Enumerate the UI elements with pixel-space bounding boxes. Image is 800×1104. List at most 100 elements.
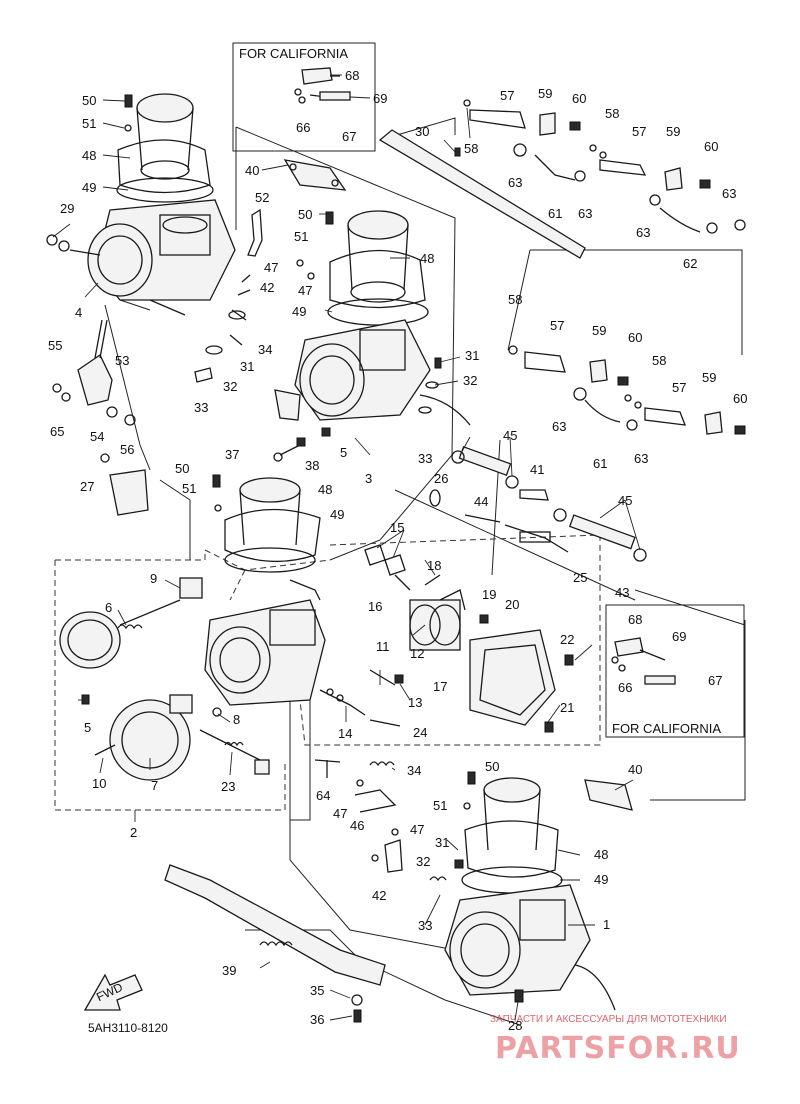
callout: 66 xyxy=(296,120,310,135)
callout: 33 xyxy=(418,451,432,466)
callout: 34 xyxy=(258,342,272,357)
california-box-top: FOR CALIFORNIA xyxy=(232,42,376,152)
fwd-arrow: FWD xyxy=(83,973,143,1011)
callout: 60 xyxy=(733,391,747,406)
callout: 27 xyxy=(80,479,94,494)
callout: 31 xyxy=(435,835,449,850)
callout: 63 xyxy=(508,175,522,190)
callout: 57 xyxy=(500,88,514,103)
callout: 9 xyxy=(150,571,157,586)
callout: 59 xyxy=(592,323,606,338)
callout: 10 xyxy=(92,776,106,791)
callout: 57 xyxy=(550,318,564,333)
callout: 11 xyxy=(376,639,390,654)
callout: 50 xyxy=(298,207,312,222)
callout: 36 xyxy=(310,1012,324,1027)
callout: 51 xyxy=(82,116,96,131)
callout: 60 xyxy=(704,139,718,154)
callout: 53 xyxy=(115,353,129,368)
callout: 33 xyxy=(418,918,432,933)
callout: 60 xyxy=(572,91,586,106)
callout: 52 xyxy=(255,190,269,205)
callout: 40 xyxy=(628,762,642,777)
callout: 51 xyxy=(294,229,308,244)
callout: 48 xyxy=(420,251,434,266)
callout: 25 xyxy=(573,570,587,585)
callout: 50 xyxy=(175,461,189,476)
callout: 61 xyxy=(593,456,607,471)
callout: 50 xyxy=(485,759,499,774)
callout: 69 xyxy=(672,629,686,644)
callout: 26 xyxy=(434,471,448,486)
callout: 45 xyxy=(618,493,632,508)
callout: 68 xyxy=(628,612,642,627)
callout: 67 xyxy=(708,673,722,688)
carb-3-small-parts xyxy=(194,259,442,437)
callout: 54 xyxy=(90,429,104,444)
callout: 5 xyxy=(340,445,347,460)
callout: 66 xyxy=(618,680,632,695)
callout: 47 xyxy=(410,822,424,837)
callout: 63 xyxy=(636,225,650,240)
callout: 65 xyxy=(50,424,64,439)
callout: 29 xyxy=(60,201,74,216)
callout: 21 xyxy=(560,700,574,715)
callout: 58 xyxy=(605,106,619,121)
callout: 64 xyxy=(316,788,330,803)
callout: 19 xyxy=(482,587,496,602)
callout: 24 xyxy=(413,725,427,740)
callout: 49 xyxy=(594,872,608,887)
callout: 15 xyxy=(390,520,404,535)
callout: 31 xyxy=(465,348,479,363)
callout: 59 xyxy=(666,124,680,139)
callout: 30 xyxy=(415,124,429,139)
callout: 58 xyxy=(464,141,478,156)
callout: 45 xyxy=(503,428,517,443)
callout: 48 xyxy=(82,148,96,163)
california-label-top: FOR CALIFORNIA xyxy=(239,46,348,61)
callout: 20 xyxy=(505,597,519,612)
callout: 2 xyxy=(130,825,137,840)
leader-lines xyxy=(52,74,641,1021)
callout: 1 xyxy=(603,917,610,932)
callout: 23 xyxy=(221,779,235,794)
carburetor-3 xyxy=(274,210,471,426)
callout: 55 xyxy=(48,338,62,353)
carb-mounting-bracket xyxy=(164,864,386,1023)
hose-52 xyxy=(247,208,263,257)
callout: 3 xyxy=(365,471,372,486)
callout: 42 xyxy=(260,280,274,295)
callout: 31 xyxy=(240,359,254,374)
carburetor-2-body xyxy=(59,544,574,781)
callout: 22 xyxy=(560,632,574,647)
callout: 59 xyxy=(538,86,552,101)
callout: 47 xyxy=(298,283,312,298)
callout: 51 xyxy=(433,798,447,813)
callout: 63 xyxy=(552,419,566,434)
callout: 17 xyxy=(433,679,447,694)
carb-2-funnel xyxy=(100,437,321,573)
callout: 44 xyxy=(474,494,488,509)
callout: 32 xyxy=(463,373,477,388)
callout: 41 xyxy=(530,462,544,477)
callout: 32 xyxy=(416,854,430,869)
callout: 5 xyxy=(84,720,91,735)
callout: 13 xyxy=(408,695,422,710)
carburetor-2-dashed-box xyxy=(54,534,601,811)
callout: 40 xyxy=(245,163,259,178)
callout: 46 xyxy=(350,818,364,833)
callout: 7 xyxy=(151,778,158,793)
callout: 42 xyxy=(372,888,386,903)
link-bar-30 xyxy=(378,129,586,259)
california-label-bottom: FOR CALIFORNIA xyxy=(612,721,721,736)
callout: 28 xyxy=(508,1018,522,1033)
callout: 6 xyxy=(105,600,112,615)
callout: 8 xyxy=(233,712,240,727)
assembly-outline-lines xyxy=(104,117,746,1026)
callout: 14 xyxy=(338,726,352,741)
callout: 50 xyxy=(82,93,96,108)
callout: 62 xyxy=(683,256,697,271)
callout: 51 xyxy=(182,481,196,496)
callout: 63 xyxy=(578,206,592,221)
